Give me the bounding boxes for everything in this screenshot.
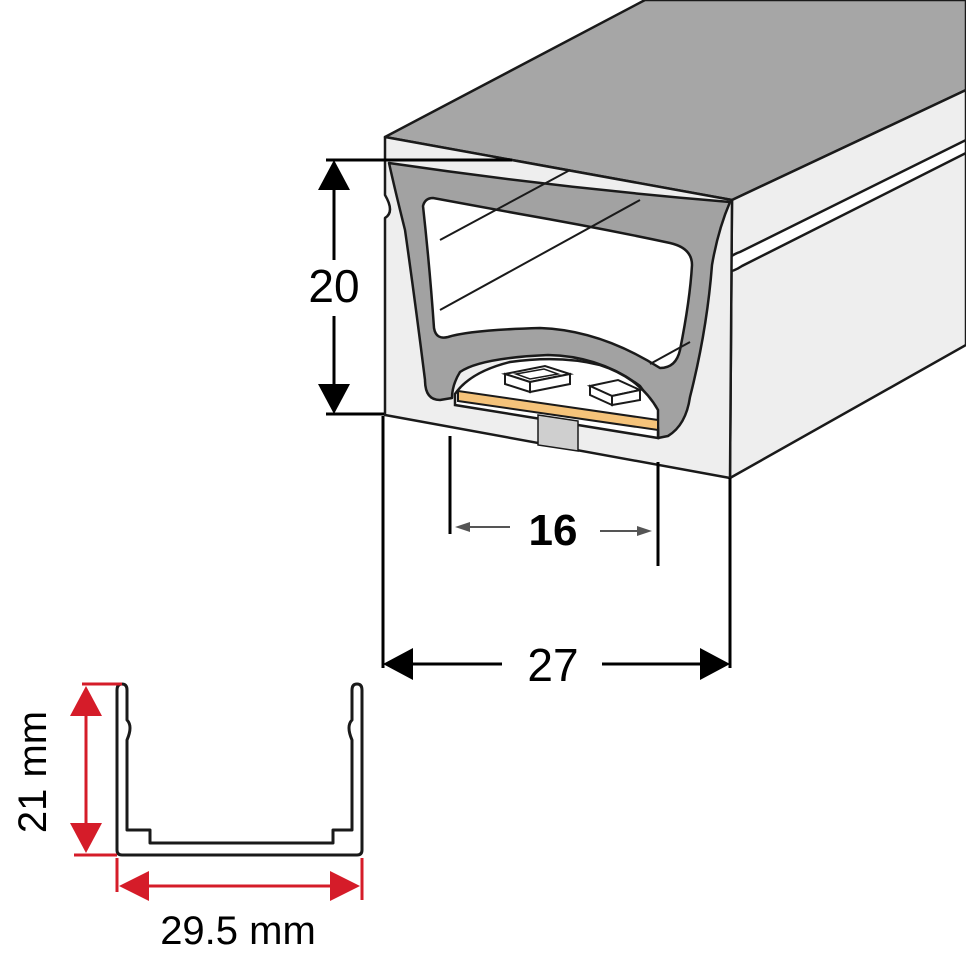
height-label-20: 20 [308,260,359,312]
arrow-left-icon [383,648,413,680]
led-chip-left [501,364,574,394]
profile-hollow-window [421,196,694,370]
dimension-width-29-5mm: 29.5 mm [115,858,364,953]
width-label-29-5mm: 29.5 mm [160,909,316,953]
outer-width-label-27: 27 [527,639,578,691]
profile-bottom-tab [537,414,579,452]
silicone-profile-3d [383,0,966,480]
arrow-left-icon [119,871,149,901]
dimension-height-20: 20 [308,158,512,416]
u-channel-2d [115,682,364,857]
arrow-right-icon [700,648,730,680]
inner-width-label-16: 16 [529,506,578,555]
dimension-outer-width-27: 27 [381,416,732,691]
dimension-height-21mm: 21 mm [11,682,122,857]
led-chip-right [586,378,644,407]
dimension-inner-width-16: 16 [448,436,660,566]
interior-line-bottom [649,341,691,365]
u-channel-outline [115,682,364,857]
arrow-down-icon [318,384,350,414]
arrow-up-icon [70,686,102,716]
arrow-up-icon [318,160,350,190]
height-label-21mm: 21 mm [11,711,55,833]
arrow-left-icon [455,522,470,532]
arrow-down-icon [70,823,102,853]
led-pcb-strip [457,389,659,432]
interior-line-top [439,169,571,241]
arrow-right-icon [637,526,652,536]
interior-line-mid [439,199,641,311]
arrow-right-icon [330,871,360,901]
